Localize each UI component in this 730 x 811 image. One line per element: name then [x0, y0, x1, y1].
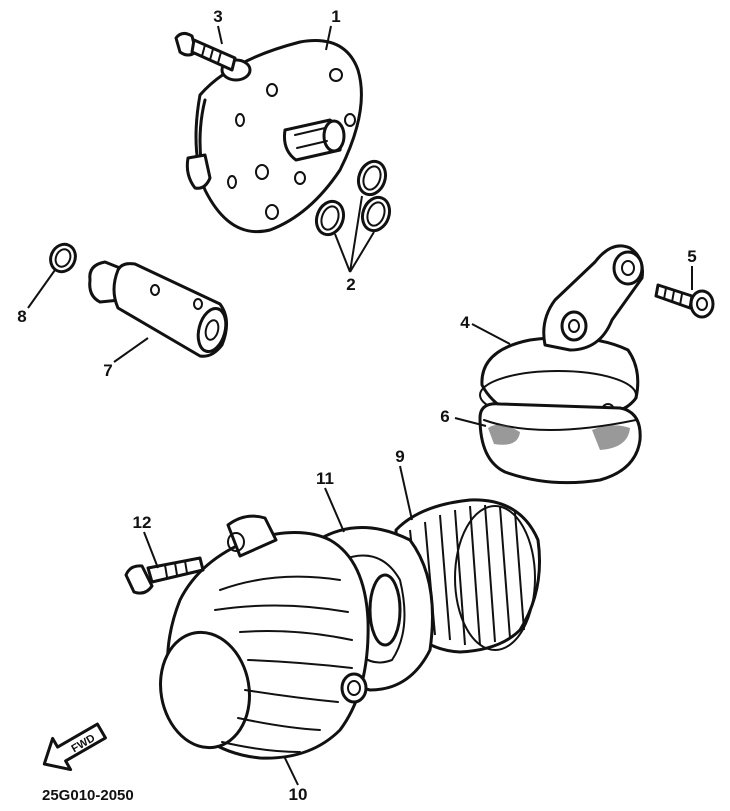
callout-10: 10 [289, 785, 308, 804]
pump-shaft-7 [88, 260, 228, 358]
leader-lines [27, 25, 693, 786]
callout-1: 1 [331, 7, 340, 26]
callout-labels: 1 2 3 4 5 6 7 8 9 10 11 12 [17, 7, 696, 804]
callout-6: 6 [440, 407, 449, 426]
callout-7: 7 [103, 361, 112, 380]
callout-8: 8 [17, 307, 26, 326]
oil-pump-housing [185, 39, 363, 234]
strainer-screen-6 [478, 402, 642, 485]
front-arrow-icon: FWD [42, 722, 107, 772]
callout-3: 3 [213, 7, 222, 26]
o-rings-2 [314, 159, 392, 237]
callout-4: 4 [460, 313, 470, 332]
filter-cover-10 [159, 514, 370, 760]
bolt-5 [654, 283, 715, 319]
callout-9: 9 [395, 447, 404, 466]
bolt-3 [174, 31, 237, 72]
callout-2: 2 [346, 275, 355, 294]
bolt-12 [124, 556, 205, 595]
drawing-code: 25G010-2050 [42, 787, 134, 804]
washer-8 [49, 242, 77, 274]
callout-11: 11 [316, 469, 334, 488]
callout-5: 5 [687, 247, 696, 266]
callout-12: 12 [133, 513, 152, 532]
strainer-housing-4 [479, 244, 644, 426]
